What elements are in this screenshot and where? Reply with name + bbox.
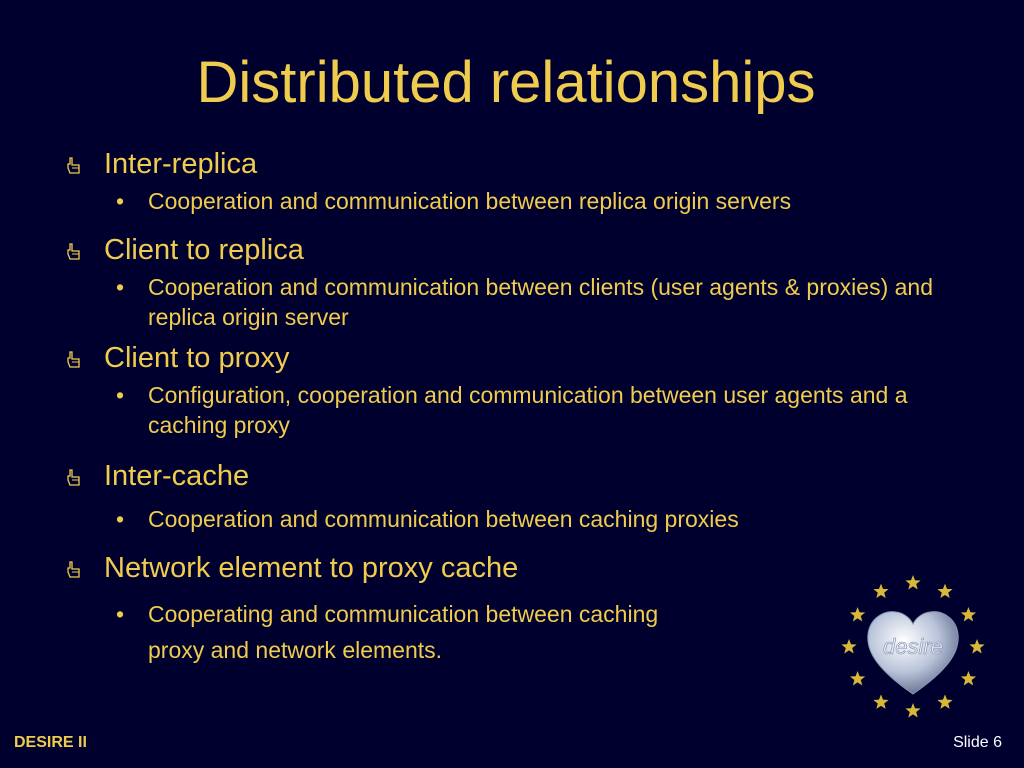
- sub-bullet-item: • Cooperation and communication between …: [64, 272, 948, 332]
- bullet-label: Client to proxy: [104, 342, 290, 374]
- slide-title: Distributed relationships: [196, 50, 816, 115]
- bullet-item: Client to proxy: [64, 338, 964, 378]
- bullet-item: Inter-cache: [64, 456, 964, 496]
- sub-bullet-dot: •: [116, 506, 125, 532]
- bullet-label: Inter-cache: [104, 460, 250, 492]
- sub-bullet-item: • Configuration, cooperation and communi…: [64, 380, 948, 440]
- star-icon: [937, 583, 953, 599]
- bullet-item: Inter-replica: [64, 144, 964, 184]
- sub-bullet-dot: •: [116, 188, 125, 214]
- sub-bullet-item: • Cooperation and communication between …: [64, 504, 964, 534]
- pointing-hand-icon: [67, 469, 80, 486]
- pointing-hand-icon: [67, 243, 80, 260]
- star-icon: [937, 694, 953, 709]
- sub-bullet-text: Cooperation and communication between cl…: [148, 274, 933, 330]
- footer-project-name: DESIRE II: [14, 734, 87, 751]
- sub-bullet-text: Configuration, cooperation and communica…: [148, 382, 908, 438]
- star-icon: [905, 703, 921, 718]
- bullet-label: Client to replica: [104, 234, 304, 266]
- sub-bullet-text: Cooperation and communication between re…: [148, 188, 792, 214]
- sub-bullet-item: • Cooperating and communication between …: [64, 596, 964, 668]
- star-ring: [841, 575, 985, 718]
- logo-text: desire: [883, 634, 943, 659]
- star-icon: [969, 639, 985, 654]
- star-icon: [873, 583, 889, 599]
- bullet-item: Network element to proxy cache: [64, 548, 964, 588]
- bullet-label: Network element to proxy cache: [104, 552, 519, 584]
- star-icon: [873, 694, 889, 709]
- star-icon: [960, 671, 977, 686]
- star-icon: [905, 575, 921, 590]
- sub-bullet-text-line: proxy and network elements.: [148, 637, 443, 663]
- sub-bullet-item: • Cooperation and communication between …: [64, 186, 964, 216]
- heart-icon: [867, 611, 959, 695]
- sub-bullet-dot: •: [116, 601, 125, 627]
- sub-bullet-text: Cooperation and communication between ca…: [148, 506, 739, 532]
- footer-slide-number: Slide 6: [953, 734, 1002, 751]
- star-icon: [960, 607, 977, 622]
- desire-logo: desire: [841, 575, 985, 718]
- slide-content: Inter-replica • Cooperation and communic…: [64, 144, 964, 668]
- star-icon: [849, 607, 866, 622]
- pointing-hand-icon: [67, 157, 80, 174]
- pointing-hand-icon: [67, 351, 80, 368]
- sub-bullet-dot: •: [116, 274, 125, 300]
- pointing-hand-icon: [67, 561, 80, 578]
- star-icon: [841, 639, 857, 654]
- bullet-item: Client to replica: [64, 230, 964, 270]
- sub-bullet-dot: •: [116, 382, 125, 408]
- star-icon: [849, 671, 866, 686]
- bullet-label: Inter-replica: [104, 148, 258, 180]
- sub-bullet-text-line: Cooperating and communication between ca…: [148, 601, 659, 627]
